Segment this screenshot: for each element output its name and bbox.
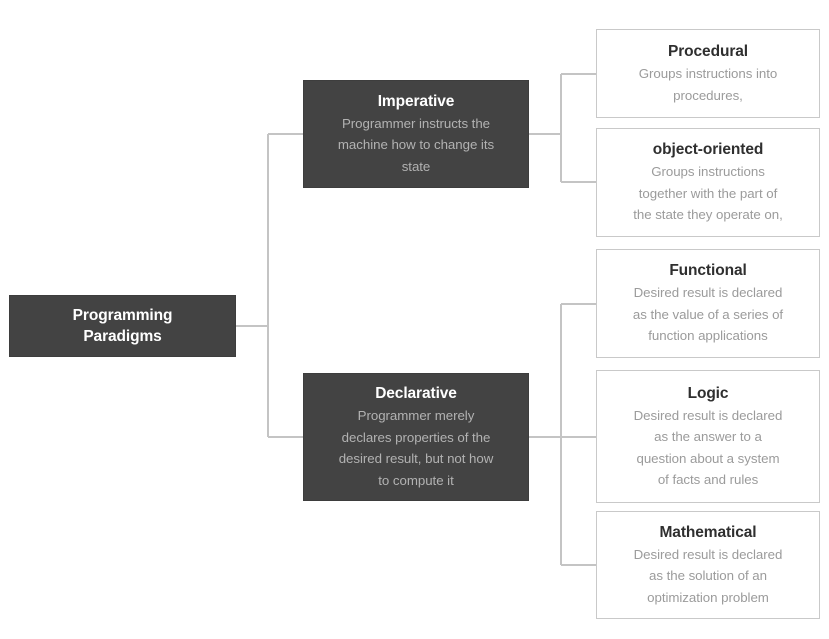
node-description: Groups instructions into procedures,: [638, 66, 778, 103]
node-title: object-oriented: [652, 141, 764, 159]
node-description: Desired result is declared as the value …: [632, 285, 784, 344]
node-title: Functional: [669, 262, 747, 280]
node-title: Procedural: [668, 43, 748, 60]
node-description: Groups instructions together with the pa…: [633, 164, 783, 223]
node-description: Desired result is declared as the soluti…: [633, 546, 783, 605]
node-declarative[interactable]: Declarative Programmer merely declares p…: [303, 373, 529, 501]
node-procedural[interactable]: Procedural Groups instructions into proc…: [596, 29, 820, 118]
node-description: Programmer merely declares properties of…: [338, 408, 494, 488]
node-title: Logic: [687, 384, 729, 402]
node-programming-paradigms[interactable]: Programming Paradigms: [9, 295, 236, 357]
node-functional[interactable]: Functional Desired result is declared as…: [596, 249, 820, 358]
node-logic[interactable]: Logic Desired result is declared as the …: [596, 370, 820, 503]
node-title: Declarative: [375, 385, 457, 402]
node-title: Mathematical: [659, 523, 757, 541]
node-imperative[interactable]: Imperative Programmer instructs the mach…: [303, 80, 529, 188]
node-mathematical[interactable]: Mathematical Desired result is declared …: [596, 511, 820, 619]
node-description: Programmer instructs the machine how to …: [337, 115, 495, 174]
node-description: Desired result is declared as the answer…: [633, 407, 783, 488]
node-object-oriented[interactable]: object-oriented Groups instructions toge…: [596, 128, 820, 237]
node-title: Imperative: [377, 92, 455, 110]
node-title: Programming Paradigms: [72, 307, 173, 345]
